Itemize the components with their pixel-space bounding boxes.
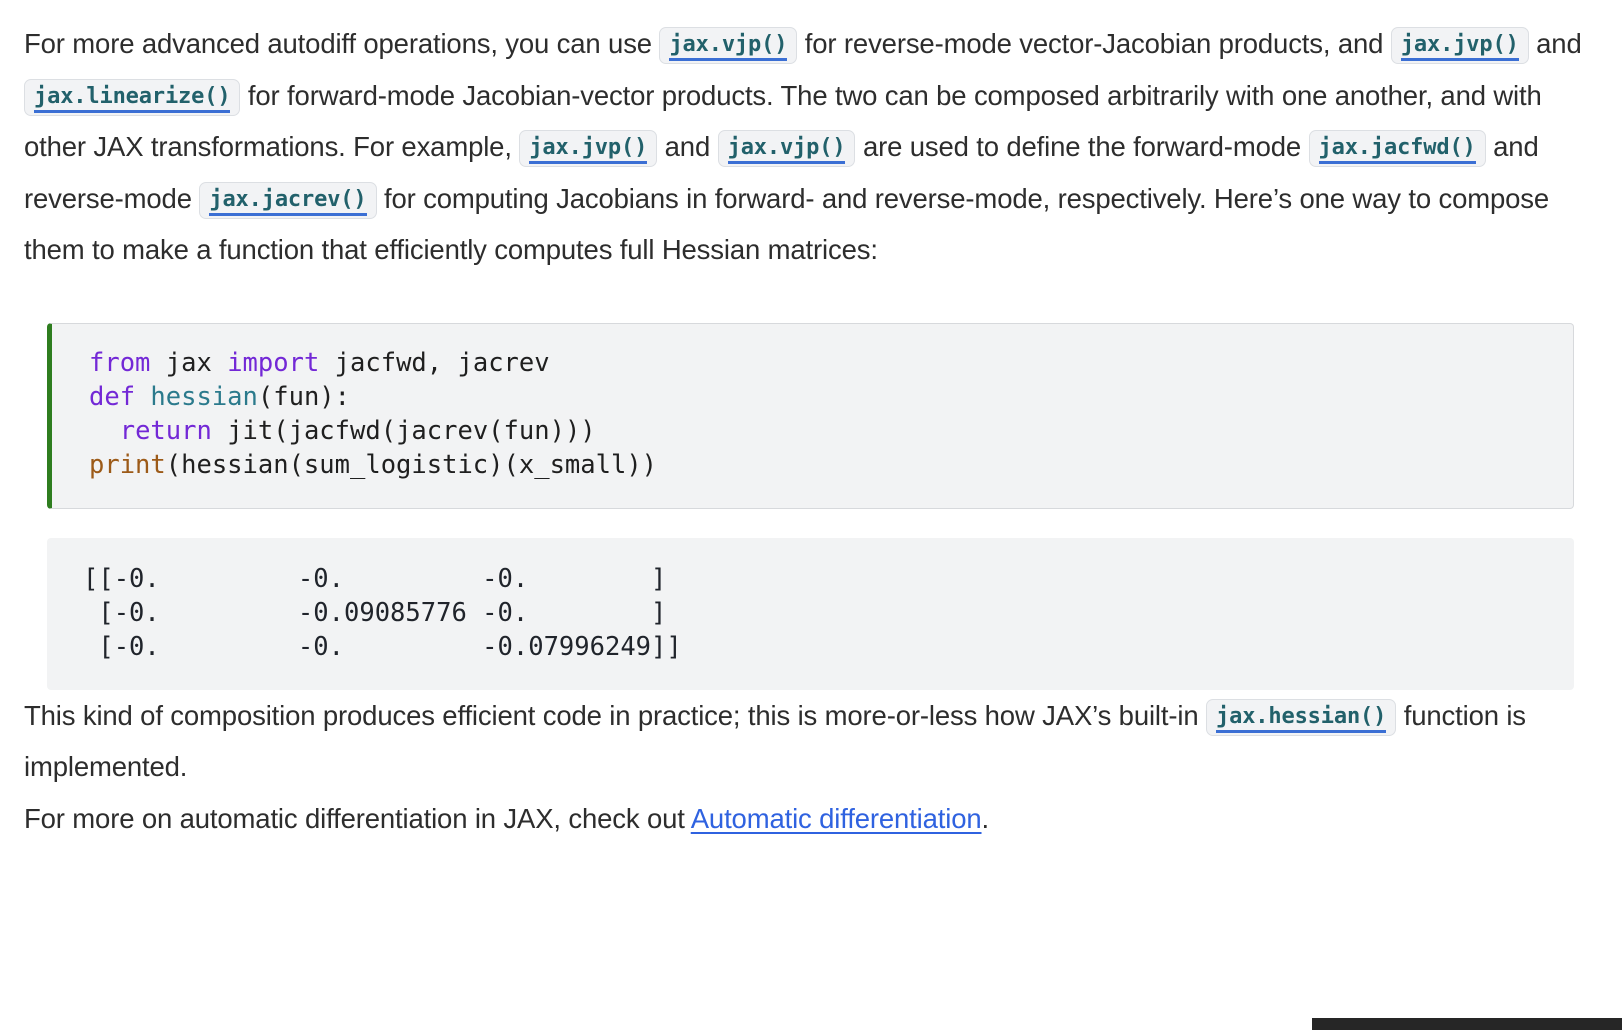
token-builtin-print: print: [89, 449, 166, 480]
code-link-label: jax.hessian(): [1216, 703, 1386, 733]
code-link-label: jax.vjp(): [669, 32, 787, 61]
paragraph1-text-7: and reverse-mode: [24, 131, 1539, 214]
code-link-jax-jvp-2[interactable]: jax.jvp(): [519, 130, 658, 167]
paragraph2-text-2: function is implemented.: [24, 699, 1526, 783]
token-return-expr: jit(jacfwd(jacrev(fun))): [227, 415, 596, 446]
paragraph1-text-6: are used to define the forward-mode: [855, 131, 1309, 162]
code-output-block: [[-0. -0. -0. ] [-0. -0.09085776 -0. ] […: [47, 537, 1574, 690]
token-keyword-import: import: [227, 347, 320, 378]
token-keyword-return: return: [119, 415, 212, 446]
token-keyword-from: from: [89, 347, 151, 378]
paragraph-composition: This kind of composition produces effici…: [24, 690, 1598, 793]
code-link-jax-hessian[interactable]: jax.hessian(): [1206, 698, 1397, 736]
document-body: For more advanced autodiff operations, y…: [24, 18, 1598, 845]
horizontal-scrollbar[interactable]: [1312, 1018, 1622, 1030]
token-def-args: (fun):: [257, 381, 351, 412]
code-link-jax-vjp-2[interactable]: jax.vjp(): [717, 130, 856, 167]
token-imports: jacfwd, jacrev: [334, 347, 550, 378]
code-link-label: jax.jacfwd(): [1318, 135, 1476, 164]
paragraph1-text-3: and: [1528, 28, 1582, 59]
paragraph-more-info: For more on automatic differentiation in…: [24, 793, 1598, 845]
code-link-jax-jacfwd[interactable]: jax.jacfwd(): [1308, 130, 1486, 167]
token-keyword-def: def: [89, 381, 136, 412]
paragraph1-text-8: for computing Jacobians in forward- and …: [24, 182, 1550, 266]
code-link-label: jax.jacrev(): [209, 186, 367, 216]
paragraph3-text-1: For more on automatic differentiation in…: [24, 802, 691, 834]
token-function-hessian: hessian: [135, 381, 258, 412]
paragraph-advanced-autodiff: For more advanced autodiff operations, y…: [24, 18, 1598, 276]
code-link-jax-linearize[interactable]: jax.linearize(): [24, 78, 241, 116]
paragraph2-text-1: This kind of composition produces effici…: [24, 699, 1206, 731]
code-link-label: jax.jvp(): [1400, 32, 1519, 61]
code-link-label: jax.linearize(): [34, 83, 231, 113]
paragraph1-text-2: for reverse-mode vector-Jacobian product…: [797, 28, 1391, 59]
paragraph1-text-4: for forward-mode Jacobian-vector product…: [24, 79, 1542, 163]
paragraph1-text-5: and: [657, 131, 718, 162]
code-block-hessian[interactable]: from jax import jacfwd, jacrev def hessi…: [47, 322, 1574, 509]
token-module-jax: jax: [150, 347, 228, 378]
code-link-label: jax.vjp(): [727, 135, 846, 164]
code-link-label: jax.jvp(): [529, 135, 647, 164]
code-link-jax-jacrev[interactable]: jax.jacrev(): [199, 181, 377, 219]
code-link-jax-jvp[interactable]: jax.jvp(): [1390, 27, 1529, 64]
link-automatic-differentiation[interactable]: Automatic differentiation: [690, 802, 982, 834]
code-content: from jax import jacfwd, jacrev def hessi…: [89, 346, 1573, 482]
paragraph3-text-2: .: [981, 802, 990, 834]
output-text: [[-0. -0. -0. ] [-0. -0.09085776 -0. ] […: [83, 563, 682, 662]
code-link-jax-vjp[interactable]: jax.vjp(): [659, 27, 798, 64]
token-print-args: (hessian(sum_logistic)(x_small)): [165, 449, 658, 480]
paragraph1-text-1: For more advanced autodiff operations, y…: [24, 28, 660, 59]
